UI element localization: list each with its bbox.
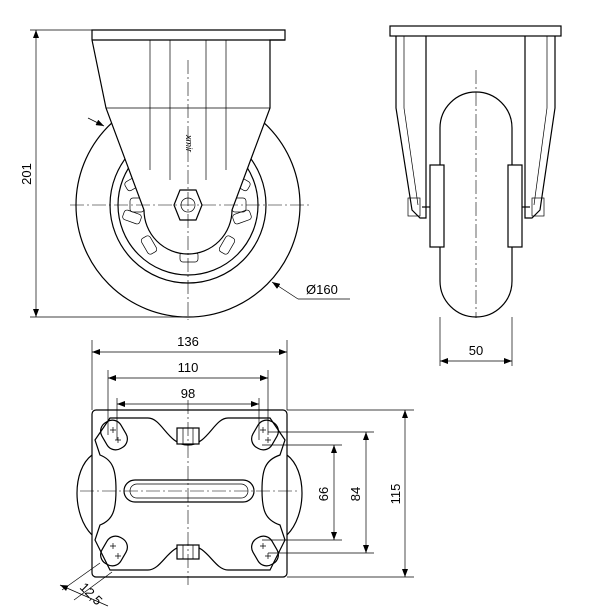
dimension-bolt-spacing-long: 110 (107, 360, 269, 435)
dimension-height-label: 201 (19, 163, 34, 185)
front-view (389, 25, 562, 318)
front-hub-left (429, 164, 445, 248)
fork-bracket (91, 29, 286, 255)
dimension-bolt-spacing-short-alt: 66 (262, 444, 342, 541)
dimension-bolt-spacing-short: 84 (268, 431, 374, 554)
dimension-bolt-spacing-long-alt-label: 98 (181, 386, 195, 401)
dimension-wheel-diameter: Ø160 (271, 281, 350, 300)
top-wheel-left (76, 454, 93, 536)
dimension-height: 201 (19, 29, 188, 318)
brand-logo: xmir (184, 134, 194, 153)
dimension-wheel-diameter-label: Ø160 (306, 282, 338, 297)
bracket-leader (87, 117, 105, 127)
dimension-plate-length-label: 136 (177, 334, 199, 349)
dimension-bolt-spacing-short-label: 84 (348, 487, 363, 501)
dimension-wheel-width: 50 (439, 317, 513, 366)
bolt-hole-top-right (251, 419, 279, 451)
dimension-plate-width-label: 115 (388, 484, 403, 505)
dimension-bolt-spacing-short-alt-label: 66 (316, 487, 331, 501)
dimension-plate-length: 136 (91, 334, 288, 410)
top-wheel-right (286, 454, 303, 536)
top-bracket (94, 417, 286, 571)
top-view (76, 400, 303, 585)
dimension-bolt-spacing-long-alt: 98 (116, 386, 260, 440)
bolt-hole-top-left (100, 419, 128, 451)
dimension-bolt-spacing-long-label: 110 (178, 360, 199, 375)
front-fork-left (395, 36, 427, 219)
front-hub-right (507, 164, 523, 248)
bolt-hole-bottom-right (251, 535, 279, 567)
dimension-bolt-hole-label: 12,5 (77, 580, 106, 609)
side-view: xmir (70, 29, 310, 320)
bolt-hole-bottom-left (100, 535, 128, 567)
front-top-plate (389, 25, 562, 37)
dimension-plate-width: 115 (287, 409, 414, 578)
front-fork-right (524, 36, 556, 219)
dimension-wheel-width-label: 50 (469, 343, 483, 358)
top-plate (91, 409, 288, 578)
